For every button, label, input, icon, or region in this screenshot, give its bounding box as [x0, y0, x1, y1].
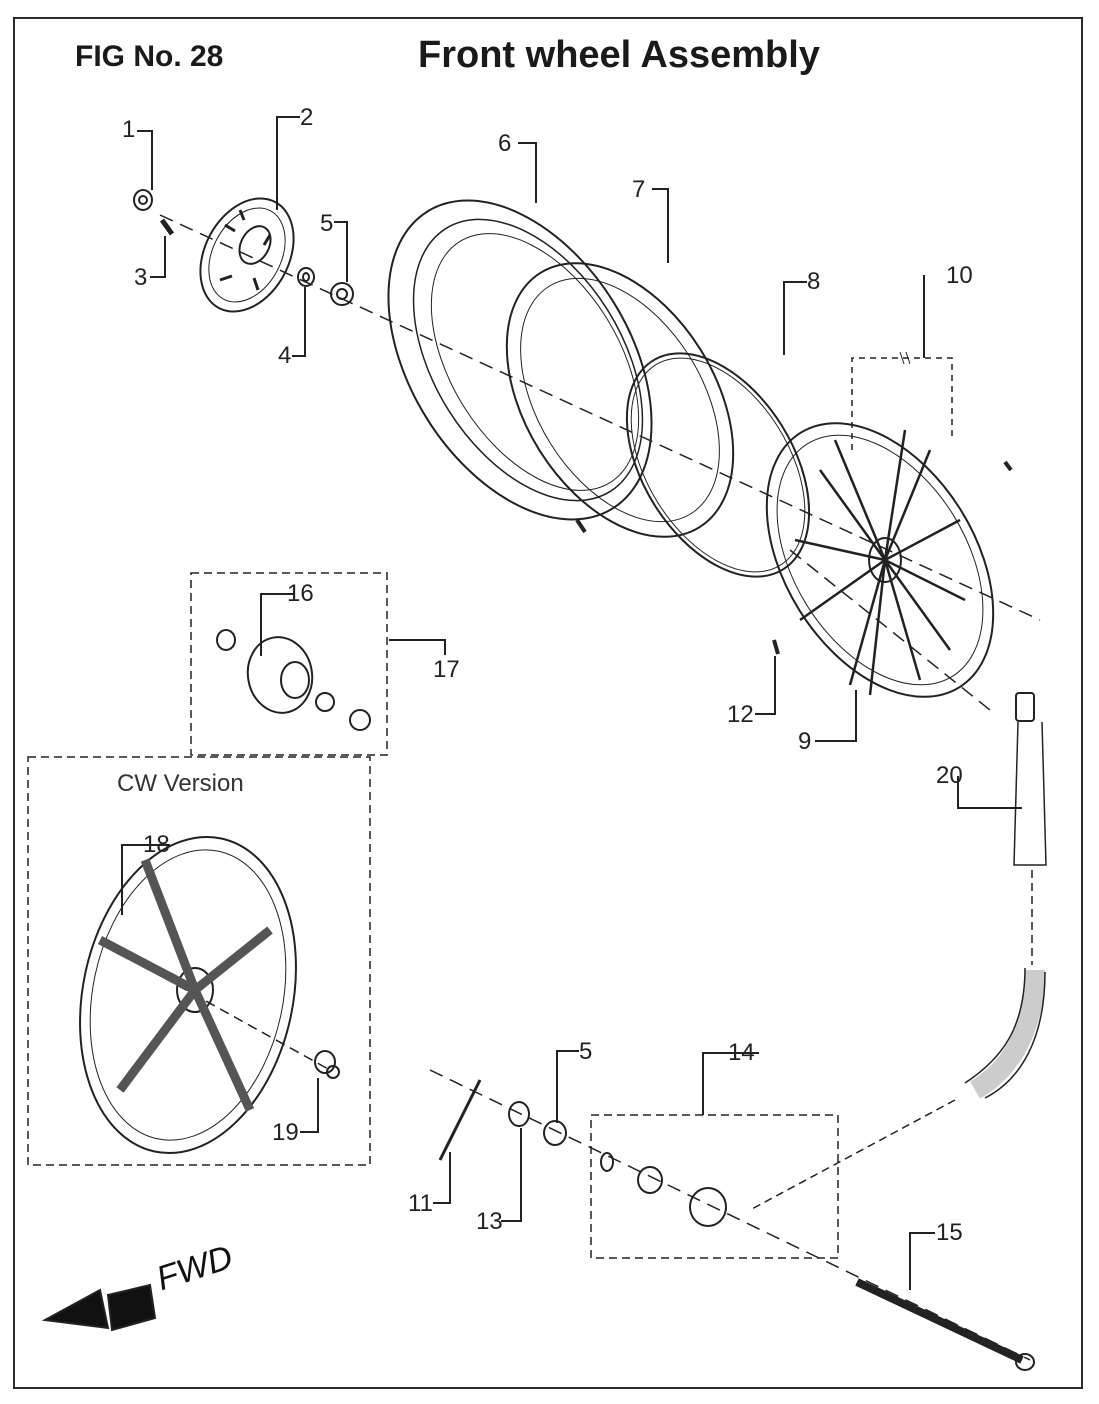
callout-10: 10	[946, 262, 973, 289]
callout-5: 5	[320, 210, 334, 237]
callout-17: 17	[433, 656, 460, 683]
forward-arrow-icon	[41, 1283, 157, 1332]
callout-12: 12	[727, 701, 754, 728]
axis-line-bottom	[429, 1069, 1031, 1361]
rim-band-part-8	[625, 352, 811, 578]
tube-part-7	[505, 262, 735, 538]
speedometer-gear-part-14	[600, 1152, 727, 1227]
callout-19: 19	[272, 1119, 299, 1146]
callout-4: 4	[278, 342, 292, 369]
cw-version-box	[27, 756, 371, 1166]
callout-11: 11	[408, 1190, 433, 1217]
callout-9: 9	[798, 728, 812, 755]
speedometer-gear-box-14	[590, 1114, 839, 1259]
drawing-frame	[13, 17, 1083, 1389]
speedometer-cable-part-20	[749, 692, 1047, 1211]
collar-part-19	[314, 1050, 340, 1079]
front-axle-part-15	[855, 1278, 1035, 1371]
cw-version-label: CW Version	[117, 770, 244, 797]
cast-wheel-part-18	[79, 835, 297, 1155]
callout-13: 13	[476, 1208, 503, 1235]
bolt-part-3	[159, 218, 175, 236]
collar-part-13	[508, 1101, 530, 1127]
brake-disc-part-2	[199, 197, 295, 313]
dust-seal-part-4	[297, 267, 315, 287]
figure-number: FIG No. 28	[75, 40, 224, 73]
callout-15: 15	[936, 1219, 963, 1246]
spoke-wheel-part-9	[765, 422, 995, 698]
figure-title: Front wheel Assembly	[418, 34, 820, 76]
callout-1: 1	[122, 116, 136, 143]
callout-3: 3	[134, 264, 148, 291]
callout-6: 6	[498, 130, 512, 157]
axis-line-top	[159, 214, 1041, 621]
bearing-part-5	[330, 282, 354, 306]
tire-part-6	[387, 199, 653, 521]
bearing-part-5-lower	[543, 1120, 567, 1146]
callout-20: 20	[936, 762, 963, 789]
spoke-nipple-part-12	[772, 639, 780, 655]
leader-lines	[121, 116, 1022, 1290]
nut-part-1	[133, 189, 153, 211]
hub-part-16	[216, 629, 371, 731]
speedometer-pin-part-11	[438, 1079, 482, 1161]
callout-14: 14	[728, 1039, 755, 1066]
hub-assembly-box-17	[190, 572, 388, 756]
callout-7: 7	[632, 176, 646, 203]
callout-18: 18	[143, 831, 170, 858]
callout-16: 16	[287, 580, 314, 607]
callout-5-lower: 5	[579, 1038, 593, 1065]
spoke-set-bracket-part-10	[851, 351, 953, 450]
callout-8: 8	[807, 268, 821, 295]
callout-2: 2	[300, 104, 314, 131]
valve-stem	[1003, 460, 1013, 472]
